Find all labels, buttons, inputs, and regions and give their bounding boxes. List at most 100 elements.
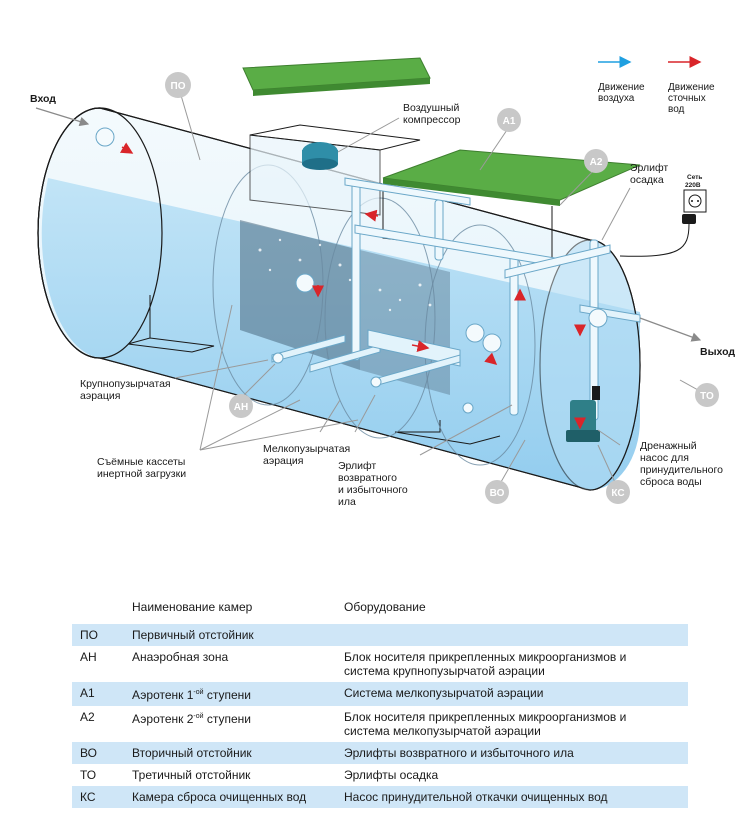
sludge-airlift-line4: ила: [338, 496, 356, 508]
chamber-name-text: Третичный отстойник: [132, 768, 251, 782]
legend-sewage-label: Движение сточных вод: [668, 82, 717, 115]
chamber-code: КС: [80, 790, 96, 804]
drain-pump-line3: принудительного: [640, 464, 723, 476]
coarse-aeration-pipe: [271, 334, 381, 373]
drain-pump-line1: Дренажный: [640, 440, 697, 452]
chamber-name-suffix: ступени: [203, 712, 252, 726]
chamber-code: АН: [80, 650, 97, 664]
legend-air-line2: воздуха: [598, 93, 635, 104]
chamber-name: Аэротенк 2-ой ступени: [132, 706, 344, 730]
equipment-line: Блок носителя прикрепленных микроорганиз…: [344, 650, 627, 664]
legend-air-label: Движение воздуха: [598, 82, 647, 104]
lid-left-edge: [253, 78, 430, 96]
header-equipment: Оборудование: [344, 600, 426, 614]
chamber-name-text: Анаэробная зона: [132, 650, 229, 664]
inlet-label: Вход: [30, 93, 56, 105]
equipment-line: Насос принудительной откачки очищенных в…: [344, 790, 608, 804]
badge-vo-text: ВО: [490, 488, 505, 499]
legend-sewage-line3: вод: [668, 104, 685, 115]
table-row: ВО Вторичный отстойник Эрлифты возвратного…: [72, 742, 688, 764]
badge-to-text: ТО: [700, 391, 714, 402]
legend-air-line1: Движение: [598, 82, 645, 93]
pipe-openings: [95, 127, 608, 414]
drain-pump-line4: сброса воды: [640, 476, 702, 488]
compressor-label-line2: компрессор: [403, 114, 461, 126]
chamber-equipment: Эрлифты осадка: [344, 764, 688, 786]
equipment-line: система крупнопузырчатой аэрации: [344, 664, 545, 678]
badge-an-text: АН: [234, 402, 248, 413]
badge-po: ПО: [165, 72, 191, 98]
chamber-name-text: Камера сброса очищенных вод: [132, 790, 307, 804]
drain-pump-label: Дренажный насос для принудительного сбро…: [640, 440, 726, 488]
header-code: [72, 596, 132, 604]
chamber-equipment: Блок носителя прикрепленных микроорганиз…: [344, 706, 688, 742]
sludge-airlift-label: Эрлифт возвратного и избыточного ила: [338, 460, 411, 508]
lid-right-edge: [383, 178, 560, 206]
header-name: Наименование камер: [132, 600, 253, 614]
power-plug-icon: [619, 214, 696, 257]
chamber-name-sup: -ой: [193, 713, 204, 720]
septic-tank-diagram: Движение воздуха Движение сточных вод Вх…: [30, 56, 735, 508]
drain-pump-line2: насос для: [640, 452, 689, 464]
equipment-line: Блок носителя прикрепленных микроорганиз…: [344, 710, 627, 724]
airlift-settling-line2: осадка: [630, 174, 664, 186]
equipment-line: Эрлифты осадка: [344, 768, 439, 782]
chamber-name-text: Первичный отстойник: [132, 628, 254, 642]
legend-sewage-line1: Движение: [668, 82, 715, 93]
chamber-equipment: Блок носителя прикрепленных микроорганиз…: [344, 646, 688, 682]
badge-vo: ВО: [485, 480, 509, 504]
chamber-name-text: Вторичный отстойник: [132, 746, 252, 760]
chamber-equipment: Эрлифты возвратного и избыточного ила: [344, 742, 688, 764]
air-compressor-icon: [302, 142, 338, 170]
airlift-settling-label: Эрлифт осадка: [630, 162, 671, 186]
badge-a2-text: А2: [590, 157, 603, 168]
badge-ks-text: КС: [611, 488, 624, 499]
chamber-code: ПО: [80, 628, 98, 642]
cassettes-line2: инертной загрузки: [97, 468, 186, 480]
badge-to: ТО: [695, 383, 719, 407]
air-pipes: [344, 177, 611, 421]
chamber-equipment: Система мелкопузырчатой аэрации: [344, 682, 688, 704]
socket-label-line1: Сеть: [687, 174, 702, 181]
compressor-label: Воздушный компрессор: [403, 102, 462, 126]
chamber-name: Аэротенк 1-ой ступени: [132, 682, 344, 706]
equipment-line: система мелкопузырчатой аэрации: [344, 724, 541, 738]
coarse-aeration-line1: Крупнопузырчатая: [80, 378, 171, 390]
equipment-line: Система мелкопузырчатой аэрации: [344, 686, 544, 700]
equipment-line: Эрлифты возвратного и избыточного ила: [344, 746, 574, 760]
chamber-name-sup: -ой: [193, 689, 204, 696]
inlet-arrow: [35, 107, 90, 127]
chamber-code: ВО: [80, 746, 97, 760]
chambers-table: Наименование камер Оборудование ПО Первич…: [72, 592, 688, 808]
compressor-housing: [249, 124, 421, 216]
coarse-aeration-line2: аэрация: [80, 390, 120, 402]
chamber-name: Третичный отстойник: [132, 764, 344, 786]
chamber-name-suffix: ступени: [203, 688, 252, 702]
sludge-airlift-line3: и избыточного: [338, 484, 408, 496]
coarse-aeration-label: Крупнопузырчатая аэрация: [80, 378, 174, 402]
chamber-name-text: Аэротенк 1: [132, 688, 194, 702]
leader-lines: [174, 84, 708, 490]
chamber-equipment: Насос принудительной откачки очищенных в…: [344, 786, 688, 808]
chamber-name-text: Аэротенк 2: [132, 712, 194, 726]
aeration-bubbles: [258, 238, 432, 312]
airlift-settling-line1: Эрлифт: [630, 162, 668, 174]
table-row: ПО Первичный отстойник: [72, 624, 688, 646]
table-header: Наименование камер Оборудование: [72, 592, 688, 624]
outlet-arrow: [639, 317, 702, 342]
chamber-code: А2: [80, 710, 95, 724]
badge-ks: КС: [606, 480, 630, 504]
badge-po-text: ПО: [171, 81, 186, 92]
chamber-code: А1: [80, 686, 95, 700]
badge-a1: А1: [497, 108, 521, 132]
badge-a1-text: А1: [503, 116, 516, 127]
sludge-airlift-line1: Эрлифт: [338, 460, 376, 472]
cassettes-line1: Съёмные кассеты: [97, 456, 185, 468]
table-row: АН Анаэробная зона Блок носителя прикрепле…: [72, 646, 688, 682]
fine-aeration-line2: аэрация: [263, 455, 303, 467]
chamber-name: Первичный отстойник: [132, 624, 344, 646]
